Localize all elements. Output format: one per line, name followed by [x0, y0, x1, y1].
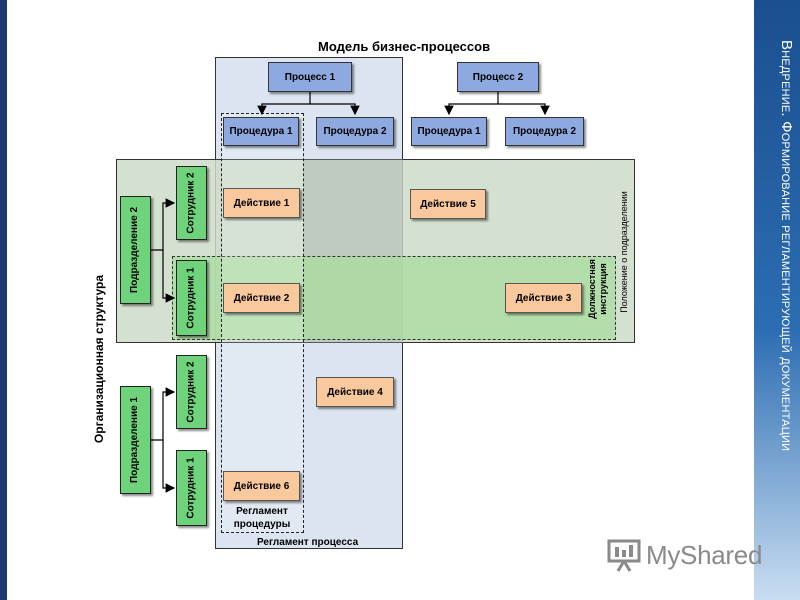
- department-2-employee-1[interactable]: Сотрудник 1: [176, 260, 207, 336]
- employee-label: Сотрудник 2: [185, 172, 197, 234]
- action-4-box[interactable]: Действие 4: [316, 377, 394, 407]
- action-label: Действие 1: [233, 197, 290, 209]
- process-2-procedure-2[interactable]: Процедура 2: [505, 117, 584, 146]
- action-label: Действие 5: [420, 198, 476, 210]
- action-5-box[interactable]: Действие 5: [410, 189, 486, 219]
- process-2-box[interactable]: Процесс 2: [457, 62, 539, 92]
- department-1-employee-2[interactable]: Сотрудник 2: [176, 355, 207, 429]
- action-label: Действие 6: [233, 480, 290, 492]
- action-label: Действие 4: [327, 386, 383, 398]
- side-title-panel: Внедрение. Формирование регламентирующей…: [754, 0, 800, 600]
- myshared-logo: MyShared: [606, 535, 766, 575]
- procedure-regulation-area: [221, 113, 304, 533]
- action-3-box[interactable]: Действие 3: [505, 283, 582, 313]
- procedure-label: Процедура 2: [323, 126, 387, 137]
- left-accent-strip: [0, 0, 7, 600]
- procedure-label: Процедура 1: [417, 126, 481, 137]
- employee-label: Сотрудник 2: [185, 361, 197, 423]
- procedure-label: Процедура 2: [512, 126, 577, 137]
- action-label: Действие 3: [515, 292, 572, 304]
- department-regulation-label: Положение о подразделении: [619, 191, 629, 313]
- job-instruction-line-2: инструкция: [598, 263, 608, 315]
- process-2-label: Процесс 2: [472, 71, 524, 83]
- presentation-board-icon: [607, 539, 641, 572]
- process-regulation-caption: Регламент процесса: [257, 537, 359, 548]
- employee-label: Сотрудник 1: [185, 457, 197, 519]
- department-2-employee-2[interactable]: Сотрудник 2: [176, 166, 207, 240]
- action-1-box[interactable]: Действие 1: [223, 188, 300, 218]
- process-1-procedure-1[interactable]: Процедура 1: [223, 117, 299, 146]
- employee-label: Сотрудник 1: [185, 267, 197, 329]
- department-1-employee-1[interactable]: Сотрудник 1: [176, 450, 207, 526]
- process-1-procedure-2[interactable]: Процедура 2: [316, 117, 394, 146]
- procedure-regulation-line-2: процедуры: [233, 519, 291, 530]
- diagram-title: Модель бизнес-процессов: [318, 39, 491, 54]
- procedure-regulation-line-1: Регламент: [236, 506, 288, 517]
- action-6-box[interactable]: Действие 6: [223, 471, 300, 501]
- action-label: Действие 2: [233, 292, 290, 304]
- process-2-procedure-1[interactable]: Процедура 1: [411, 117, 487, 146]
- procedure-regulation-caption: Регламент процедуры: [232, 505, 292, 531]
- org-structure-label: Организационная структура: [92, 274, 106, 444]
- department-label: Подразделение 2: [129, 206, 141, 294]
- job-instruction-label: Должностная инструкция: [587, 249, 613, 329]
- slide-title: Внедрение. Формирование регламентирующей…: [778, 40, 795, 452]
- department-1-box[interactable]: Подразделение 1: [120, 386, 151, 494]
- process-1-box[interactable]: Процесс 1: [268, 62, 352, 92]
- department-label: Подразделение 1: [129, 396, 141, 484]
- process-1-label: Процесс 1: [284, 71, 336, 83]
- department-2-box[interactable]: Подразделение 2: [120, 196, 151, 304]
- logo-text: MyShared: [646, 539, 763, 570]
- action-2-box[interactable]: Действие 2: [223, 283, 300, 313]
- procedure-label: Процедура 1: [229, 126, 293, 137]
- job-instruction-line-1: Должностная: [587, 259, 597, 319]
